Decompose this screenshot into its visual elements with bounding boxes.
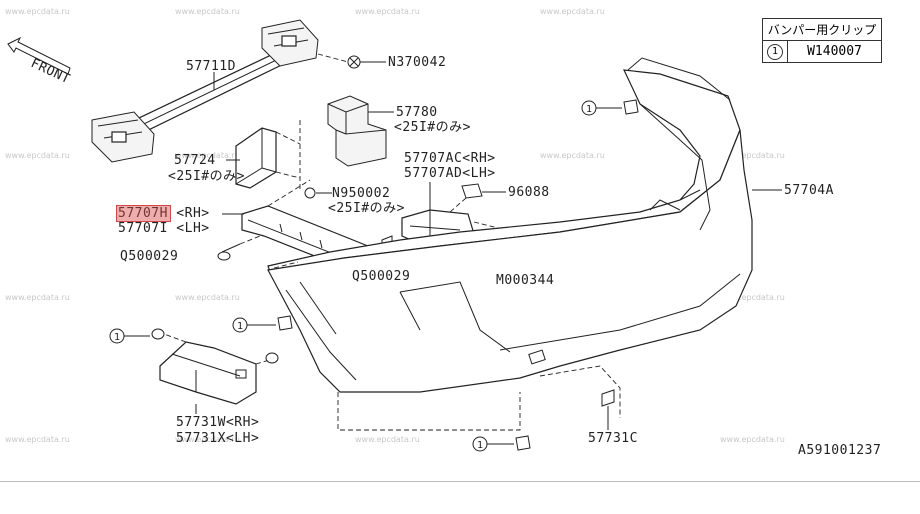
part-label: 57731C: [588, 431, 638, 446]
clip-table-part-number: W140007: [807, 44, 862, 59]
bottom-divider: [0, 481, 920, 482]
part-label: Q500029: [120, 249, 178, 264]
part-label: 57707AD<LH>: [404, 166, 496, 181]
watermark-text: www.epcdata.ru: [175, 293, 240, 302]
foam-block-57780: [327, 95, 394, 167]
watermark-layer: www.epcdata.ru www.epcdata.ru www.epcdat…: [5, 7, 785, 444]
watermark-text: www.epcdata.ru: [175, 435, 240, 444]
clip-table: バンパー用クリップ 1 W140007: [762, 18, 882, 63]
part-label: 96088: [508, 185, 550, 200]
highlighted-part-57707h[interactable]: [116, 205, 171, 222]
watermark-text: www.epcdata.ru: [5, 293, 70, 302]
rear-beam-57711d: [91, 19, 319, 163]
plug-57731c: [601, 389, 615, 430]
watermark-text: www.epcdata.ru: [5, 7, 70, 16]
front-arrow: FRONT: [7, 36, 72, 87]
part-label: 57707AC<RH>: [404, 151, 496, 166]
clip-table-header: バンパー用クリップ: [763, 19, 881, 41]
part-note: <25I#のみ>: [328, 201, 405, 216]
part-label: Q500029: [352, 269, 410, 284]
clip-96088: [449, 183, 506, 213]
bracket-57724: [226, 120, 301, 190]
part-label: N370042: [388, 55, 446, 70]
clip-table-row[interactable]: 1 W140007: [763, 41, 881, 62]
part-number-labels: 57711D N370042 57780 <25I#のみ> 57724 <25I…: [118, 55, 834, 446]
bolt-n370042: [317, 53, 386, 69]
watermark-text: www.epcdata.ru: [5, 151, 70, 160]
watermark-text: www.epcdata.ru: [355, 7, 420, 16]
nut-n950002: [304, 187, 332, 199]
clip-marker-number: 1: [237, 321, 243, 332]
screw-q500029-left: [217, 235, 261, 261]
clip-table-marker: 1: [763, 41, 788, 62]
watermark-text: www.epcdata.ru: [175, 7, 240, 16]
part-label: 57731X<LH>: [176, 431, 259, 446]
part-label: 57707H <RH>: [118, 206, 210, 221]
watermark-text: www.epcdata.ru: [540, 151, 605, 160]
watermark-text: www.epcdata.ru: [355, 435, 420, 444]
clip-marker-number: 1: [114, 332, 120, 343]
part-note: <25I#のみ>: [394, 120, 471, 135]
part-label: 57724: [174, 153, 216, 168]
rear-bumper-57704a: [267, 57, 782, 393]
watermark-text: www.epcdata.ru: [720, 151, 785, 160]
part-label: 57704A: [784, 183, 834, 198]
part-label: 57731W<RH>: [176, 415, 259, 430]
clip-marker-number: 1: [477, 440, 483, 451]
clip-marker-group: 1 1 1 1: [109, 99, 639, 452]
watermark-text: www.epcdata.ru: [720, 293, 785, 302]
front-label: FRONT: [28, 56, 72, 87]
watermark-text: www.epcdata.ru: [540, 7, 605, 16]
part-label: N950002: [332, 186, 390, 201]
part-label: 57711D: [186, 59, 236, 74]
watermark-text: www.epcdata.ru: [720, 435, 785, 444]
clip-table-marker-number: 1: [767, 44, 783, 60]
part-label: 57707I <LH>: [118, 221, 210, 236]
part-label: M000344: [496, 273, 554, 288]
part-note: <25I#のみ>: [168, 169, 245, 184]
diagram-reference-code: A591001237: [798, 443, 882, 458]
lower-dashed-outline: [273, 261, 621, 431]
clip-marker-number: 1: [586, 104, 592, 115]
part-label: 57780: [396, 105, 438, 120]
watermark-text: www.epcdata.ru: [5, 435, 70, 444]
lower-bracket-57731w: [159, 333, 277, 414]
watermark-text: www.epcdata.ru: [175, 151, 240, 160]
